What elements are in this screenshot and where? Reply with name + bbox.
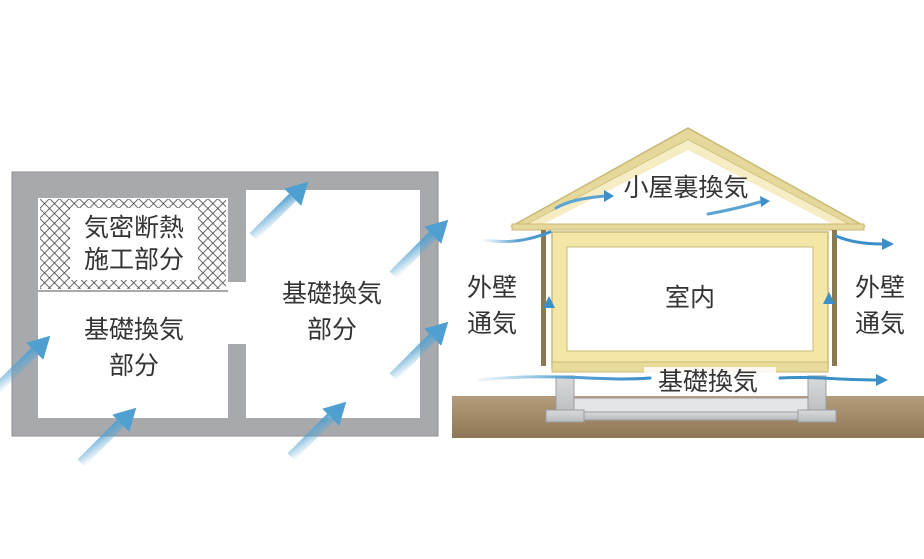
roof (509, 127, 867, 231)
attic-vent-label: 小屋裏換気 (623, 173, 748, 202)
airflow-arrow (249, 181, 309, 241)
foundation (545, 375, 837, 423)
left-room-label-line1: 基礎換気 (84, 315, 184, 344)
right-room-label-line2: 部分 (307, 315, 357, 344)
attic-airflow (554, 194, 606, 210)
plan-airflow-arrows (0, 181, 449, 467)
left-wall-vent-line1: 外壁 (467, 273, 517, 302)
eave-airflow-right (834, 234, 884, 246)
right-wall-vent-line2: 通気 (855, 309, 905, 338)
section-airflow (476, 190, 894, 386)
right-wall-vent-line1: 外壁 (855, 273, 905, 302)
room-interior (566, 246, 814, 352)
airflow-arrow (389, 321, 449, 381)
foundation-plan: 気密断熱 施工部分 基礎換気 部分 基礎換気 部分 (0, 171, 449, 467)
airflow-arrow (389, 219, 449, 279)
room-label: 室内 (665, 283, 715, 312)
airflow-arrow (287, 401, 347, 461)
left-outer-wall (541, 230, 546, 366)
right-room-label-line1: 基礎換気 (282, 279, 382, 308)
left-wall-vent-line2: 通気 (467, 309, 517, 338)
eave-airflow-left (482, 230, 552, 244)
left-room-label-line2: 部分 (109, 351, 159, 380)
airflow-arrow (0, 335, 51, 395)
right-outer-wall (832, 230, 837, 366)
underfloor-airflow (476, 375, 652, 382)
insulation-label-line1: 気密断熱 (84, 213, 184, 242)
airflow-arrow (77, 407, 137, 467)
house-section: 室内 小屋裏換気 基礎換気 外壁 通気 外壁 通気 (452, 127, 924, 438)
foundation-vent-label: 基礎換気 (658, 367, 758, 396)
insulation-label-line2: 施工部分 (84, 245, 184, 274)
